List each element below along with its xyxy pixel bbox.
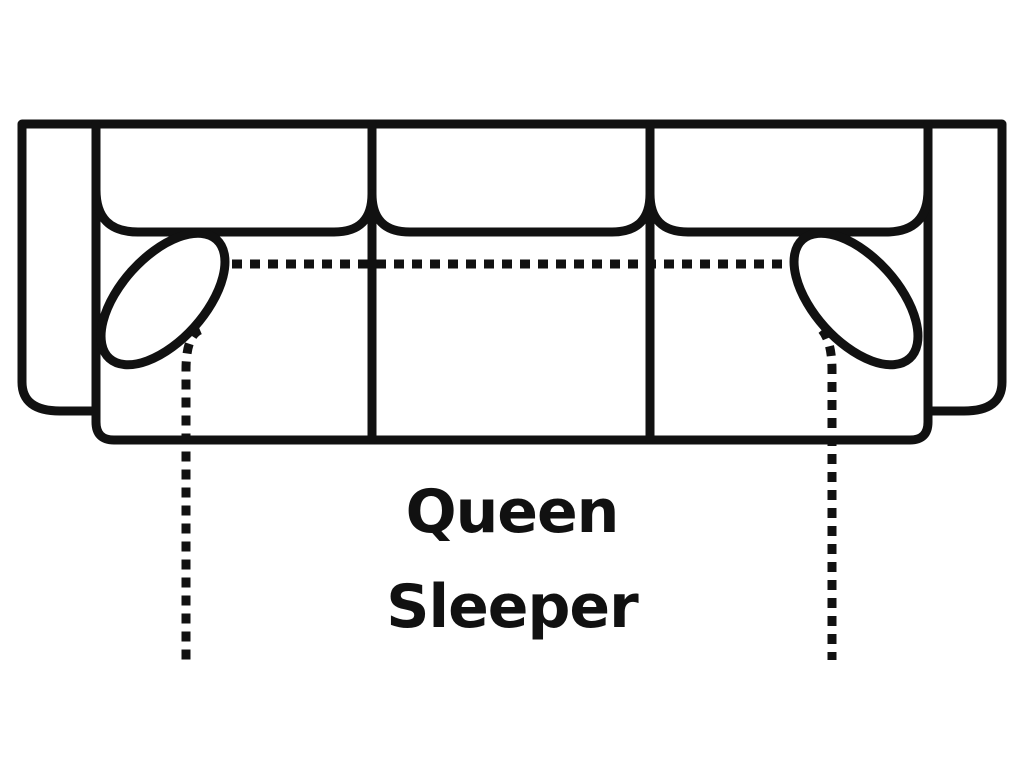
pillow-right (789, 228, 923, 370)
sleeper-outline-left (181, 325, 203, 660)
sleeper-outline-right (818, 327, 837, 660)
label-sleeper: Sleeper (386, 572, 638, 642)
sofa-body-outline (91, 119, 933, 445)
sofa-back-outline (17, 119, 1007, 416)
back-cushion-right (645, 119, 933, 237)
pillow-left (96, 228, 230, 370)
back-cushion-left (91, 119, 377, 237)
label-queen: Queen (405, 477, 620, 547)
back-cushion-middle (367, 119, 655, 237)
